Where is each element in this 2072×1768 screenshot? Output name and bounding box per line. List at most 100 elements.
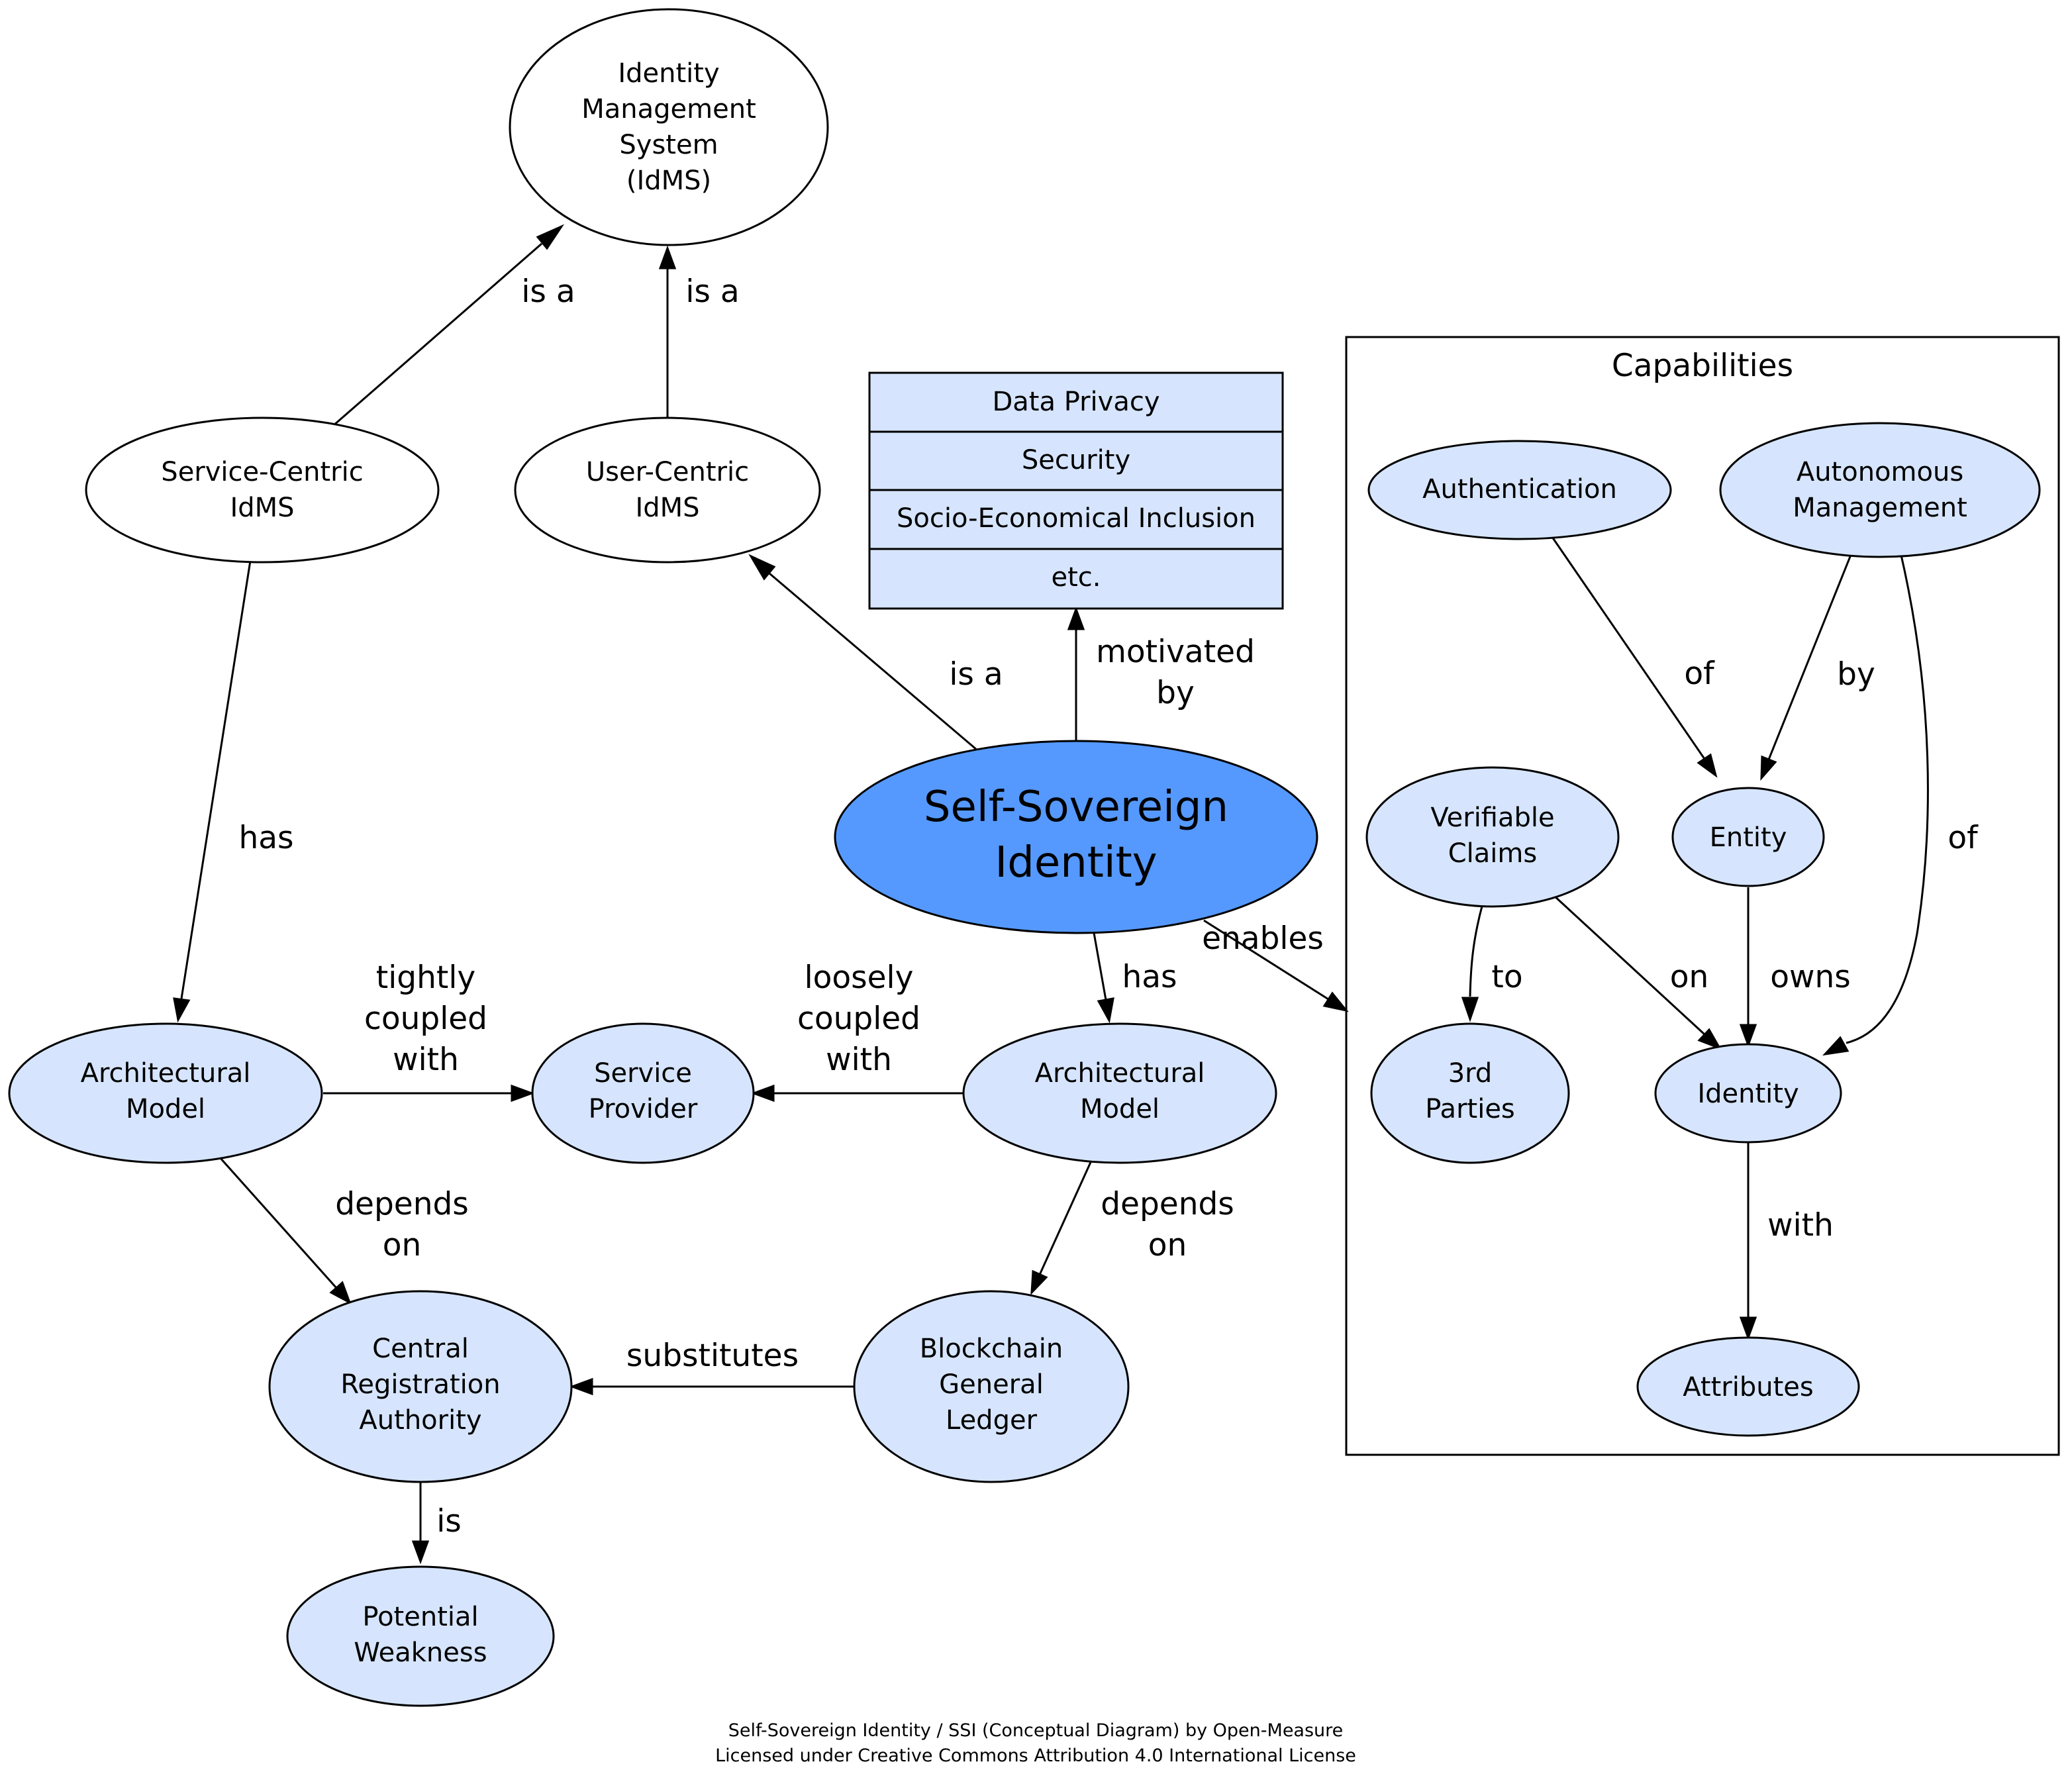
edge-label: substitutes bbox=[626, 1338, 799, 1374]
edge-label: on bbox=[1670, 959, 1709, 995]
node-label: Attributes bbox=[1683, 1372, 1813, 1402]
node-label: Self-Sovereign bbox=[924, 783, 1228, 832]
node-label: Model bbox=[1080, 1094, 1159, 1124]
edge-label: tightly bbox=[376, 959, 475, 996]
node-potential-weakness[interactable]: Potential Weakness bbox=[286, 1565, 555, 1707]
node-3rd-parties[interactable]: 3rd Parties bbox=[1370, 1022, 1570, 1164]
node-architectural-model-left[interactable]: Architectural Model bbox=[8, 1022, 323, 1164]
edge-label: with bbox=[826, 1042, 892, 1078]
node-self-sovereign-identity[interactable]: Self-Sovereign Identity bbox=[834, 740, 1318, 934]
node-blockchain-general-ledger[interactable]: Blockchain General Ledger bbox=[853, 1290, 1130, 1483]
node-label: (IdMS) bbox=[626, 166, 711, 196]
edge-label: is bbox=[436, 1503, 462, 1540]
footer-credit: Self-Sovereign Identity / SSI (Conceptua… bbox=[715, 1720, 1356, 1766]
edge-label: has bbox=[1122, 959, 1177, 995]
edge-label: of bbox=[1948, 820, 1979, 856]
node-attributes[interactable]: Attributes bbox=[1636, 1336, 1860, 1437]
node-idms[interactable]: Identity Management System (IdMS) bbox=[509, 8, 829, 246]
node-label: Entity bbox=[1710, 822, 1787, 853]
node-entity[interactable]: Entity bbox=[1671, 787, 1825, 887]
node-label: Architectural bbox=[1035, 1058, 1205, 1089]
edge-tightly-coupled: tightly coupled with bbox=[323, 959, 535, 1103]
node-identity[interactable]: Identity bbox=[1654, 1043, 1842, 1144]
node-label: Ledger bbox=[946, 1405, 1038, 1436]
node-label: IdMS bbox=[230, 493, 294, 523]
edge-label: loosely bbox=[805, 959, 914, 996]
edge-to: to bbox=[1461, 903, 1523, 1022]
node-label: Autonomous bbox=[1797, 457, 1963, 487]
edge-label: of bbox=[1684, 656, 1715, 692]
edge-on: on bbox=[1552, 894, 1722, 1050]
node-label: Identity bbox=[995, 838, 1157, 887]
node-label: Authentication bbox=[1422, 474, 1617, 505]
node-label: Parties bbox=[1425, 1094, 1515, 1124]
node-label: Authority bbox=[359, 1405, 481, 1436]
node-label: Registration bbox=[340, 1369, 500, 1400]
motivation-data-privacy: Data Privacy bbox=[992, 387, 1159, 417]
edge-depends-right: depends on bbox=[1030, 1160, 1234, 1296]
edge-motivated-by: motivated by bbox=[1067, 606, 1255, 742]
node-label: Service bbox=[594, 1058, 692, 1089]
node-label: Identity bbox=[618, 58, 719, 89]
footer-title: Self-Sovereign Identity / SSI (Conceptua… bbox=[728, 1720, 1344, 1741]
edge-loosely-coupled: loosely coupled with bbox=[750, 959, 964, 1103]
edge-service-centric-has: has bbox=[173, 560, 294, 1023]
edge-depends-left: depends on bbox=[219, 1157, 469, 1305]
node-label: Verifiable bbox=[1430, 803, 1554, 833]
node-label: Central bbox=[372, 1334, 469, 1364]
node-label: Management bbox=[581, 94, 756, 124]
edge-label: has bbox=[238, 820, 293, 856]
motivation-etc: etc. bbox=[1052, 562, 1101, 593]
edge-label: enables bbox=[1202, 920, 1324, 957]
edges: is a is a is a motivated by has bbox=[173, 224, 1979, 1565]
node-user-centric-idms[interactable]: User-Centric IdMS bbox=[514, 417, 821, 564]
edge-label: depends bbox=[335, 1186, 469, 1222]
node-label: Provider bbox=[589, 1094, 698, 1124]
node-architectural-model-right[interactable]: Architectural Model bbox=[962, 1022, 1277, 1164]
edge-label: with bbox=[393, 1042, 459, 1078]
edge-label: coupled bbox=[797, 1001, 920, 1037]
edge-owns: owns bbox=[1739, 887, 1851, 1048]
edge-label: by bbox=[1837, 656, 1875, 693]
nodes: Identity Management System (IdMS) Servic… bbox=[8, 8, 2041, 1707]
edge-auth-of: of bbox=[1551, 536, 1718, 778]
edge-service-centric-is-a: is a bbox=[328, 224, 575, 431]
motivation-security: Security bbox=[1022, 445, 1130, 475]
edge-label: depends bbox=[1101, 1186, 1234, 1222]
node-label: 3rd bbox=[1448, 1058, 1493, 1089]
node-label: System bbox=[619, 130, 718, 160]
node-label: Weakness bbox=[354, 1638, 487, 1668]
node-label: General bbox=[939, 1369, 1044, 1400]
edge-label: with bbox=[1767, 1207, 1834, 1244]
edge-label: by bbox=[1156, 675, 1195, 711]
edge-auto-of: of bbox=[1822, 552, 1979, 1056]
node-label: Identity bbox=[1697, 1079, 1799, 1109]
node-label: Claims bbox=[1448, 838, 1537, 869]
node-autonomous-management[interactable]: Autonomous Management bbox=[1719, 422, 2041, 558]
node-label: Potential bbox=[362, 1602, 478, 1632]
edge-label: coupled bbox=[364, 1001, 487, 1037]
edge-label: to bbox=[1491, 959, 1522, 995]
edge-label: is a bbox=[685, 273, 739, 310]
node-motivations[interactable]: Data Privacy Security Socio-Economical I… bbox=[868, 371, 1284, 610]
node-label: User-Centric bbox=[586, 457, 749, 487]
node-service-centric-idms[interactable]: Service-Centric IdMS bbox=[85, 417, 440, 564]
edge-is: is bbox=[411, 1481, 462, 1565]
edge-ssi-is-a: is a bbox=[748, 554, 1003, 752]
node-central-registration-authority[interactable]: Central Registration Authority bbox=[268, 1290, 573, 1483]
edge-substitutes: substitutes bbox=[569, 1338, 854, 1396]
node-label: Model bbox=[126, 1094, 205, 1124]
edge-label: on bbox=[1148, 1227, 1187, 1263]
edge-with: with bbox=[1739, 1142, 1834, 1341]
motivation-socio-economical-inclusion: Socio-Economical Inclusion bbox=[897, 503, 1256, 534]
node-label: Blockchain bbox=[920, 1334, 1063, 1364]
node-authentication[interactable]: Authentication bbox=[1367, 440, 1672, 540]
node-verifiable-claims[interactable]: Verifiable Claims bbox=[1365, 766, 1620, 908]
edge-label: is a bbox=[949, 656, 1003, 693]
edge-enables: enables bbox=[1202, 919, 1349, 1012]
edge-label: motivated bbox=[1096, 634, 1255, 670]
node-label: Management bbox=[1793, 493, 1967, 523]
capabilities-cluster: Capabilities bbox=[1345, 336, 2060, 1456]
node-service-provider[interactable]: Service Provider bbox=[531, 1022, 755, 1164]
